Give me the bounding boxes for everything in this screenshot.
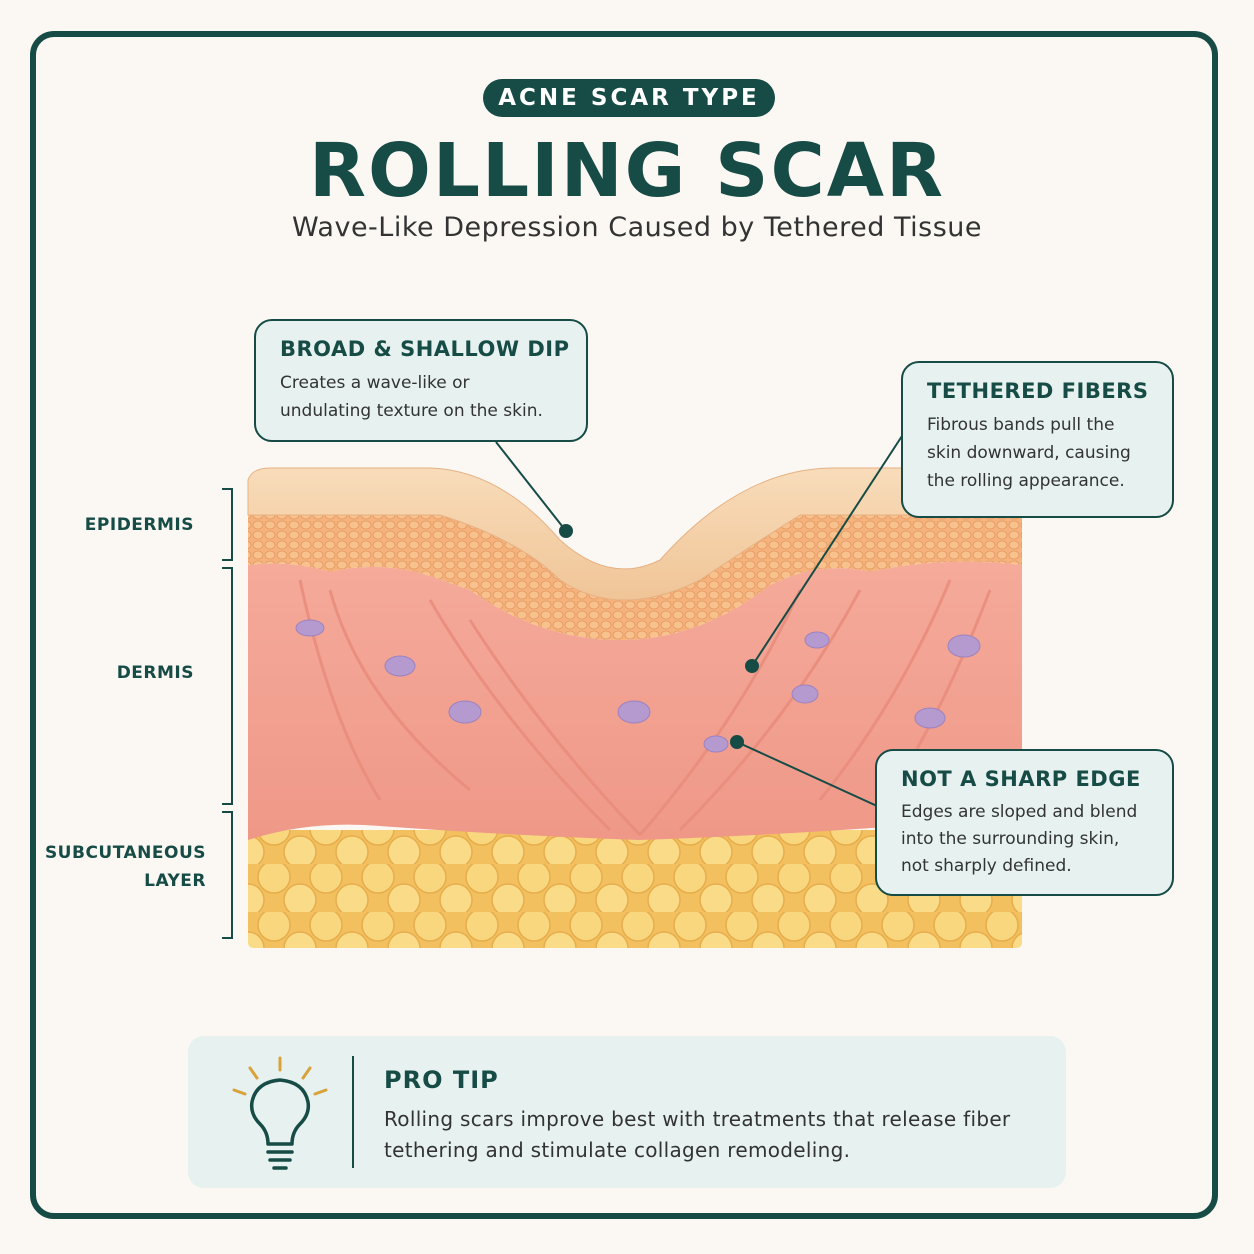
callout-edge-body: Edges are sloped and blend into the surr… xyxy=(901,802,1138,876)
category-badge: ACNE SCAR TYPE xyxy=(483,79,775,117)
label-dermis: DERMIS xyxy=(116,663,194,683)
pro-tip-divider xyxy=(352,1056,354,1168)
callout-edge-heading: NOT A SHARP EDGE xyxy=(901,767,1141,791)
page-subtitle: Wave-Like Depression Caused by Tethered … xyxy=(291,212,983,243)
callout-tethered-body: Fibrous bands pull the skin downward, ca… xyxy=(927,415,1131,491)
callout-not-sharp-edge: NOT A SHARP EDGE Edges are sloped and bl… xyxy=(875,749,1174,896)
label-subcutaneous-line2: LAYER xyxy=(144,871,206,891)
epidermis-cell-layer xyxy=(248,515,1022,640)
callout-tethered-fibers: TETHERED FIBERS Fibrous bands pull the s… xyxy=(901,361,1174,518)
callout-broad-heading: BROAD & SHALLOW DIP xyxy=(280,337,570,361)
dermal-cells xyxy=(295,619,981,753)
layer-brackets xyxy=(222,488,233,939)
page-title: ROLLING SCAR xyxy=(308,128,946,214)
lightbulb-icon xyxy=(232,1056,328,1170)
pro-tip-panel: PRO TIP Rolling scars improve best with … xyxy=(188,1036,1066,1188)
label-subcutaneous-line1: SUBCUTANEOUS xyxy=(44,843,206,863)
pro-tip-heading: PRO TIP xyxy=(384,1066,499,1094)
callout-tethered-heading: TETHERED FIBERS xyxy=(927,379,1149,403)
label-subcutaneous: SUBCUTANEOUS LAYER xyxy=(40,839,206,895)
subcutaneous-fat-layer xyxy=(248,830,1022,948)
pro-tip-body: Rolling scars improve best with treatmen… xyxy=(384,1107,1011,1162)
callout-broad-body: Creates a wave-like or undulating textur… xyxy=(280,373,543,421)
fibrous-bands xyxy=(298,579,992,837)
callout-leaders xyxy=(495,435,903,807)
callout-broad-shallow-dip: BROAD & SHALLOW DIP Creates a wave-like … xyxy=(254,319,588,442)
label-epidermis: EPIDERMIS xyxy=(84,515,194,535)
